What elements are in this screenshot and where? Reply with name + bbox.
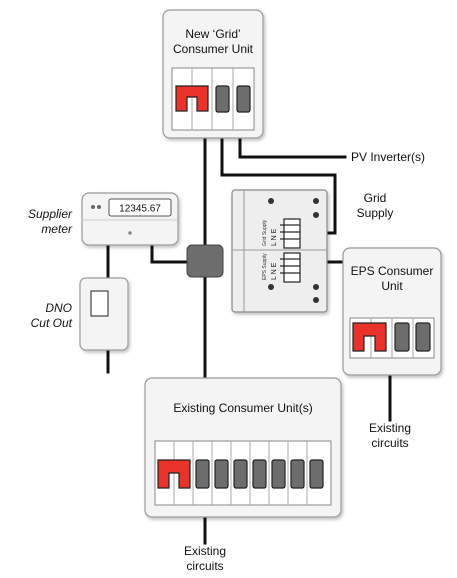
existing-unit-label: Existing Consumer Unit(s) — [173, 401, 313, 415]
grid-unit-label: New ‘Grid’ Consumer Unit — [163, 27, 263, 57]
grid-unit-label-line1: New ‘Grid’ — [185, 27, 241, 41]
breaker — [415, 322, 431, 352]
dno-cut-out — [79, 277, 129, 351]
main-switch-red — [175, 85, 209, 112]
breaker — [271, 459, 286, 489]
existing-circuits-label-line1: Existing — [183, 544, 227, 558]
eps-circuits-label-line2: circuits — [371, 436, 409, 450]
breaker — [394, 322, 410, 352]
grid-supply-label-line2: Supply — [356, 206, 394, 220]
breaker — [290, 459, 305, 489]
eps-main-switch-red — [352, 322, 387, 352]
existing-consumer-unit — [144, 377, 342, 518]
eps-unit-label-line1: EPS Consumer — [350, 264, 434, 278]
meter-reading: 12345.67 — [119, 204, 161, 215]
supplier-meter: 12345.67 — [81, 192, 179, 246]
breaker — [236, 85, 251, 113]
eps-circuits-label-line1: Existing — [368, 421, 412, 435]
grid-unit-label-line2: Consumer Unit — [172, 42, 254, 56]
existing-circuits-label-line2: circuits — [186, 559, 224, 573]
terminal-block-lower — [280, 252, 301, 283]
meter-display — [108, 198, 172, 217]
changeover-switch: L N E L N E Grid Supply EPS Supply — [231, 189, 328, 313]
lower-terminal-caption: EPS Supply — [262, 253, 268, 280]
terminal-block-upper — [280, 218, 301, 249]
eps-unit-label-line2: Unit — [381, 279, 403, 293]
eps-circuits-label: Existing circuits — [360, 421, 420, 451]
lower-terminal-labels: L N E — [271, 262, 278, 280]
pv-inverter-label: PV Inverter(s) — [351, 150, 426, 164]
grid-consumer-unit — [162, 9, 264, 139]
eps-consumer-unit — [342, 247, 442, 376]
grid-supply-label-line1: Grid — [363, 191, 387, 205]
dno-label-line1: DNO — [45, 301, 72, 315]
breaker — [195, 459, 210, 489]
breaker — [214, 459, 229, 489]
pv-inverter-wire — [238, 136, 347, 159]
breaker — [309, 459, 324, 489]
supplier-meter-label: Supplier meter — [10, 207, 72, 237]
upper-terminal-caption: Grid Supply — [262, 219, 268, 246]
breaker — [233, 459, 248, 489]
existing-main-switch-red — [157, 459, 191, 489]
supplier-meter-label-line1: Supplier — [27, 207, 72, 221]
meter-to-junction-wire — [150, 243, 190, 264]
junction-box — [186, 244, 224, 278]
breaker — [252, 459, 267, 489]
supplier-meter-label-line2: meter — [41, 222, 72, 236]
dno-label: DNO Cut Out — [10, 301, 72, 331]
dno-label-line2: Cut Out — [30, 316, 72, 330]
breaker — [215, 85, 230, 113]
eps-unit-label: EPS Consumer Unit — [343, 264, 441, 294]
existing-circuits-label: Existing circuits — [175, 544, 235, 574]
upper-terminal-labels: L N E — [271, 228, 278, 246]
grid-supply-label: Grid Supply — [350, 191, 400, 221]
